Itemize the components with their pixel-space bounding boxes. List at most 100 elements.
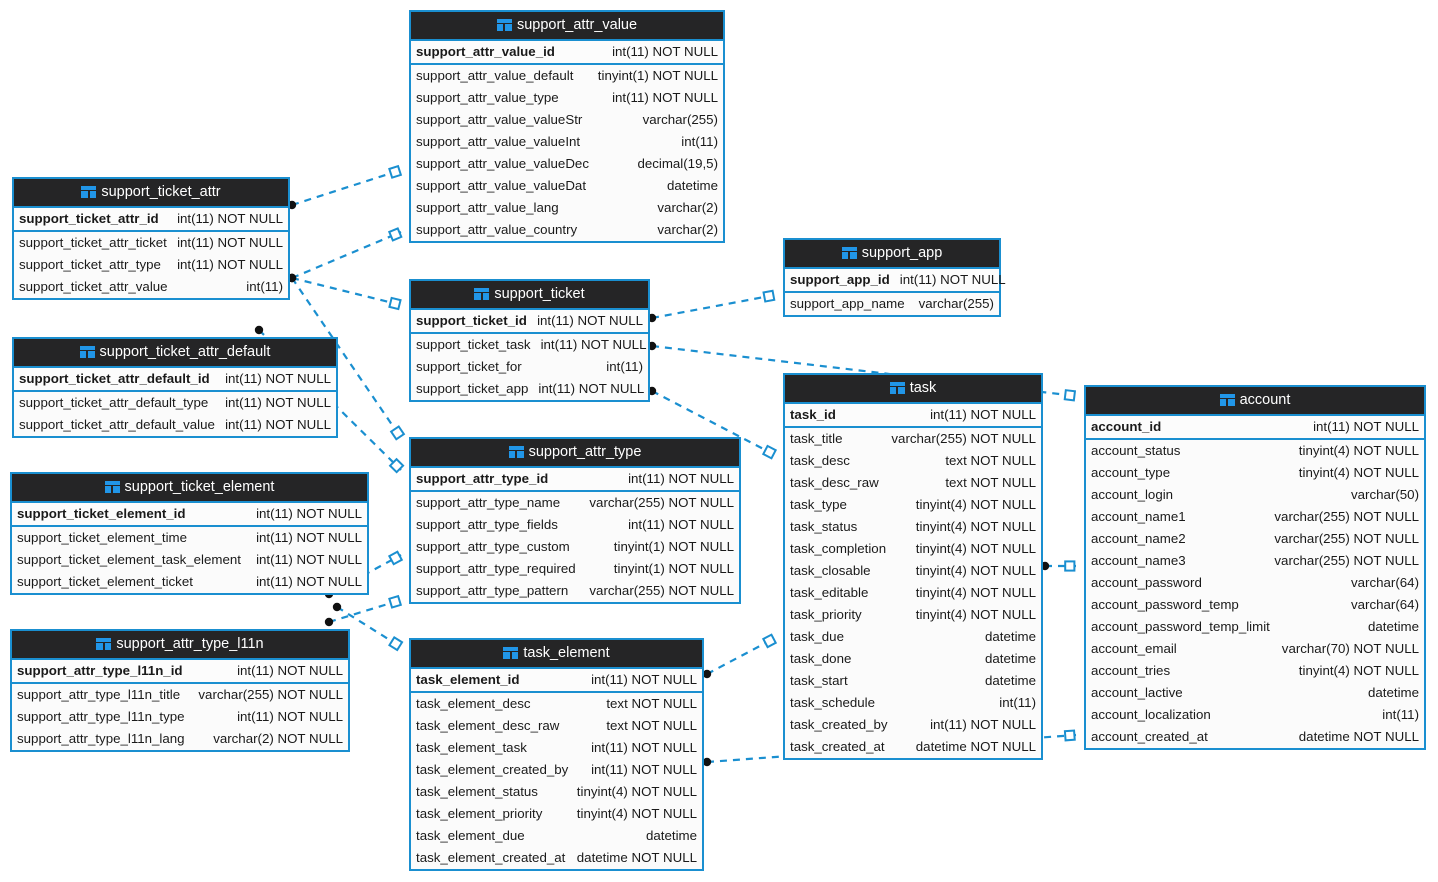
entity-header: account — [1086, 387, 1424, 414]
column-type: datetime — [667, 178, 718, 193]
relation-dot-marker — [332, 602, 342, 612]
column-name: task_element_due — [416, 828, 525, 843]
column-name: support_attr_value_valueDec — [416, 156, 589, 171]
column-name: support_ticket_attr_default_value — [19, 417, 215, 432]
entity-header: support_ticket_attr_default — [14, 339, 336, 366]
column-name: support_attr_value_default — [416, 68, 574, 83]
table-icon — [841, 247, 857, 259]
column-type: varchar(255) NOT NULL — [198, 687, 343, 702]
table-icon — [503, 647, 519, 659]
column-type: int(11) NOT NULL — [612, 44, 718, 59]
column-name: support_attr_value_valueStr — [416, 112, 583, 127]
